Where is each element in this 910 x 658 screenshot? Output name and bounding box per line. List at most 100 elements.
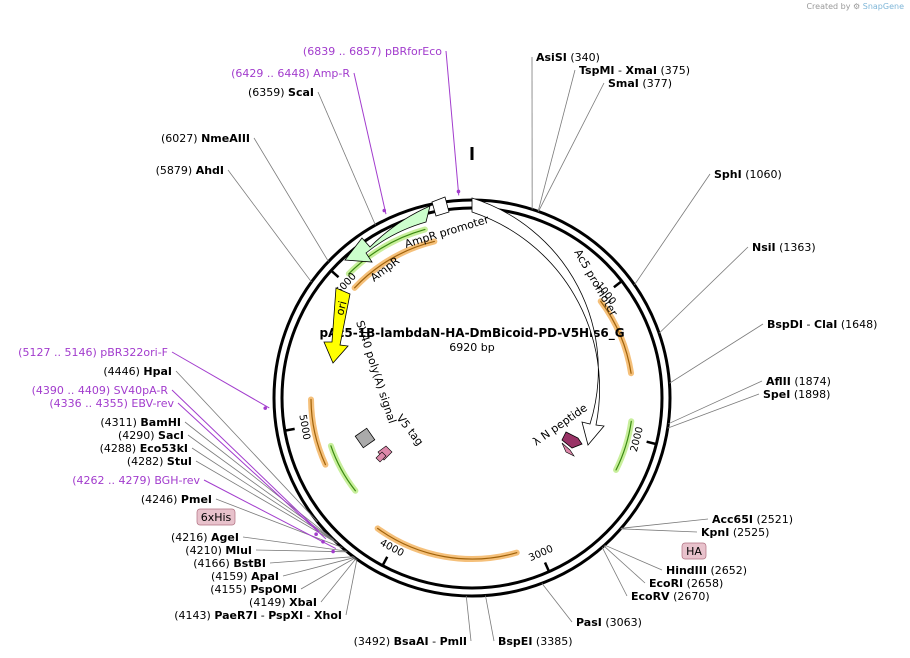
orf-arc-4-line — [353, 240, 435, 289]
site-label-ahdi: (5879) AhdI — [156, 164, 224, 177]
site-label-hindiii: HindIII (2652) — [666, 564, 747, 577]
green-arc-2 — [327, 442, 359, 494]
his-tag-box — [196, 508, 236, 526]
primer-leader — [177, 402, 327, 540]
site-label-kpni: KpnI (2525) — [701, 526, 769, 539]
tick-1000 — [613, 280, 623, 289]
ori-arrow — [323, 287, 351, 364]
site-label-acc65i: Acc65I (2521) — [712, 513, 793, 526]
site-leader — [282, 557, 355, 577]
snapgene-credit: Created by ⚙ SnapGene — [806, 2, 904, 11]
site-label-apai: (4159) ApaI — [211, 570, 279, 583]
green-arc-1 — [613, 418, 635, 473]
site-label-pspomi: (4155) PspOMI — [210, 583, 297, 596]
primer-label-pbr322ori-f: (5127 .. 5146) pBR322ori-F — [18, 346, 168, 359]
site-label-mlui: (4210) MluI — [185, 544, 252, 557]
lambda-small-arrow — [561, 442, 575, 457]
green-arc-2-line — [330, 445, 356, 492]
primer-leader — [445, 50, 460, 196]
primer-mark — [331, 549, 335, 554]
site-leader — [269, 556, 354, 564]
lambda-n-peptide-arrow — [561, 431, 583, 449]
site-label-bspei: BspEI (3385) — [498, 635, 573, 648]
site-leader — [621, 518, 709, 529]
feature-label-v5-tag: V5 tag — [394, 412, 426, 448]
site-leader — [300, 557, 356, 590]
orf-arc-3-line — [310, 398, 327, 466]
site-label-bspdi: BspDI - ClaI (1648) — [767, 318, 877, 331]
site-label-pasi: PasI (3063) — [576, 616, 642, 629]
backbone-inner — [280, 206, 664, 590]
green-arc-3-line — [348, 228, 426, 275]
backbone-outer — [272, 198, 672, 598]
site-leader — [227, 169, 312, 283]
site-leader — [668, 380, 763, 425]
site-leader — [620, 528, 698, 533]
site-label-saci: (4290) SacI — [118, 429, 184, 442]
site-label-asisi: AsiSI (340) — [536, 51, 600, 64]
ampr-promoter-arrow — [431, 196, 450, 217]
site-leader — [215, 498, 343, 549]
credit-prefix: Created by — [806, 2, 851, 11]
site-label-ecorv: EcoRV (2670) — [631, 590, 710, 603]
site-leader — [603, 545, 646, 584]
site-leader — [541, 583, 573, 623]
tick-6000 — [330, 269, 340, 279]
tick-3000 — [543, 562, 551, 573]
tick-label-3000: 3000 — [527, 544, 555, 564]
tick-2000 — [646, 440, 657, 446]
sv40-polya-box — [354, 427, 376, 449]
site-leader — [485, 595, 495, 642]
site-label-scai: (6359) ScaI — [248, 86, 314, 99]
site-leader — [253, 137, 329, 262]
site-label-eco53ki: (4288) Eco53kI — [100, 442, 188, 455]
site-leader — [320, 558, 357, 603]
site-leader — [242, 536, 347, 552]
primer-mark — [382, 208, 387, 213]
site-label-hpai: (4446) HpaI — [103, 365, 172, 378]
primer-leader — [203, 479, 337, 549]
site-leader — [537, 69, 576, 212]
site-label-stui: (4282) StuI — [127, 455, 192, 468]
site-label-sphi: SphI (1060) — [714, 168, 782, 181]
ac5-promoter-arrow — [471, 197, 605, 446]
site-label-ecori: EcoRI (2658) — [649, 577, 723, 590]
his-tag-label: 6xHis — [201, 511, 232, 524]
credit-brand: SnapGene — [862, 2, 904, 11]
green-arc-1-line — [615, 420, 632, 471]
site-label-agei: (4216) AgeI — [171, 531, 239, 544]
site-leader — [658, 246, 749, 334]
orf-arc-2-line — [377, 527, 518, 560]
primer-label-sv40pa-r: (4390 .. 4409) SV40pA-R — [32, 384, 169, 397]
orf-arc-1-line — [600, 300, 632, 374]
tick-5000 — [284, 427, 295, 432]
site-label-pmei: (4246) PmeI — [141, 493, 212, 506]
primer-mark — [314, 532, 318, 537]
site-leader — [634, 173, 711, 286]
plasmid-name: pAc5-1B-lambdaN-HA-DmBicoid-PD-V5His6_G — [319, 326, 624, 341]
site-label-nmeaiii: (6027) NmeAIII — [161, 132, 250, 145]
site-label-tspmi: TspMI - XmaI (375) — [579, 64, 690, 77]
primer-label-ebv-rev: (4336 .. 4355) EBV-rev — [49, 397, 174, 410]
ha-tag-label: HA — [686, 545, 702, 558]
site-label-smai: SmaI (377) — [608, 77, 672, 90]
primer-label-pbrforeco: (6839 .. 6857) pBRforEco — [303, 45, 442, 58]
snapgene-logo-icon: ⚙ — [853, 2, 861, 11]
site-leader — [667, 393, 760, 429]
site-leader — [195, 460, 338, 544]
site-leader — [175, 370, 318, 523]
site-leader — [345, 559, 358, 616]
his-tag-arrow — [375, 451, 387, 463]
site-leader — [317, 91, 376, 226]
primer-mark — [263, 406, 268, 410]
site-label-bstbi: (4166) BstBI — [193, 557, 266, 570]
site-label-bamhi: (4311) BamHI — [100, 416, 181, 429]
feature-label-lambda-n: λ N peptide — [530, 401, 590, 448]
ha-tag-box — [681, 542, 707, 560]
primer-label-bgh-rev: (4262 .. 4279) BGH-rev — [72, 474, 200, 487]
tick-label-5000: 5000 — [296, 414, 311, 441]
primer-leader — [171, 389, 320, 532]
plasmid-length: 6920 bp — [449, 341, 494, 354]
site-leader — [538, 82, 605, 212]
